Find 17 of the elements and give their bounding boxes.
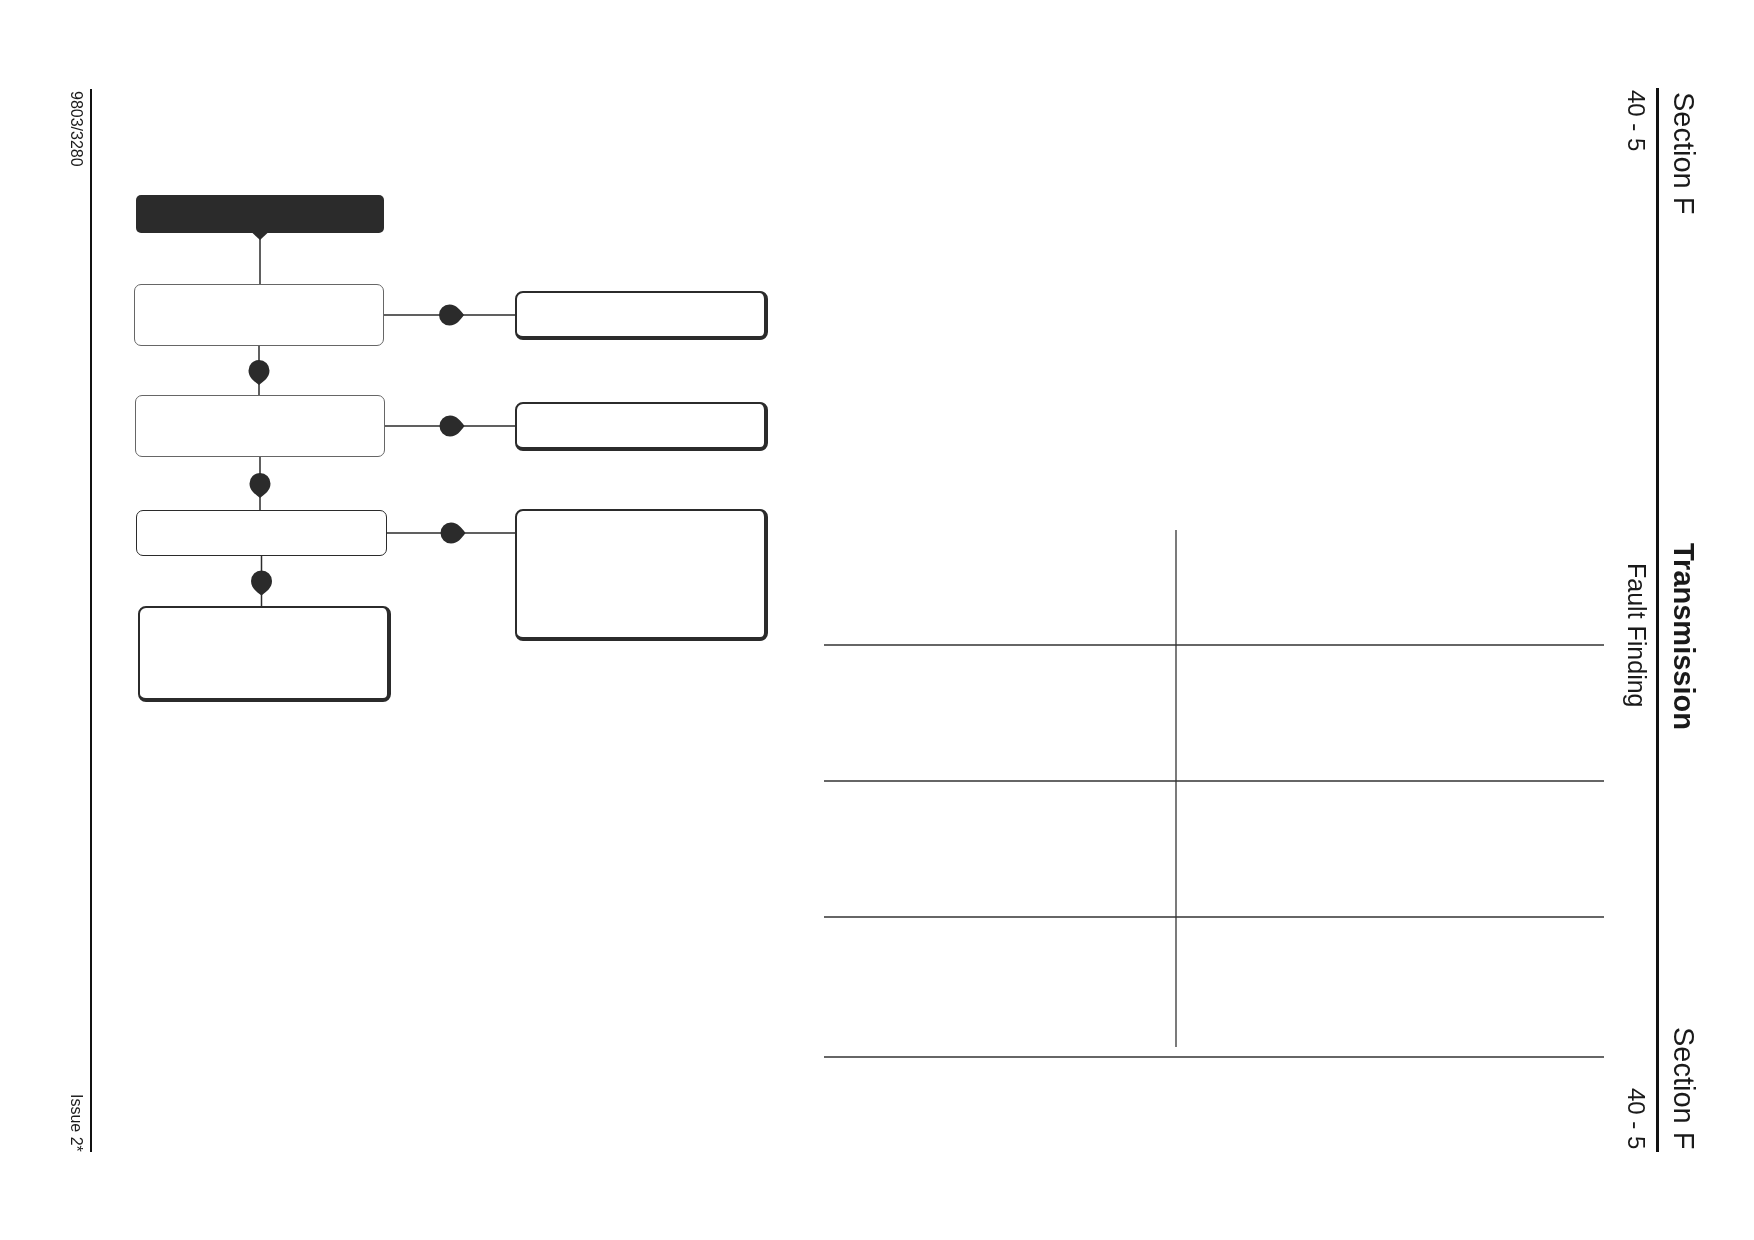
document-number: 9803/3280 <box>68 91 84 167</box>
issue-label: Issue 2* <box>68 1094 84 1152</box>
flowchart-box <box>138 606 391 702</box>
flowchart-box <box>515 291 768 340</box>
section-label: Section F <box>1669 92 1698 215</box>
flowchart-box <box>134 284 384 346</box>
subtitle: Fault Finding <box>1624 563 1649 708</box>
page-number: 40 - 5 <box>1624 1087 1648 1149</box>
page-number: 40 - 5 <box>1624 90 1648 152</box>
page-title: Transmission <box>1669 543 1698 730</box>
section-label: Section F <box>1669 1026 1698 1149</box>
header-bar <box>136 195 384 233</box>
flowchart-box <box>136 510 387 556</box>
connector-arrow <box>252 232 268 285</box>
flowchart-box <box>135 395 385 457</box>
flowchart-box <box>515 402 768 451</box>
flowchart-box <box>515 509 768 641</box>
